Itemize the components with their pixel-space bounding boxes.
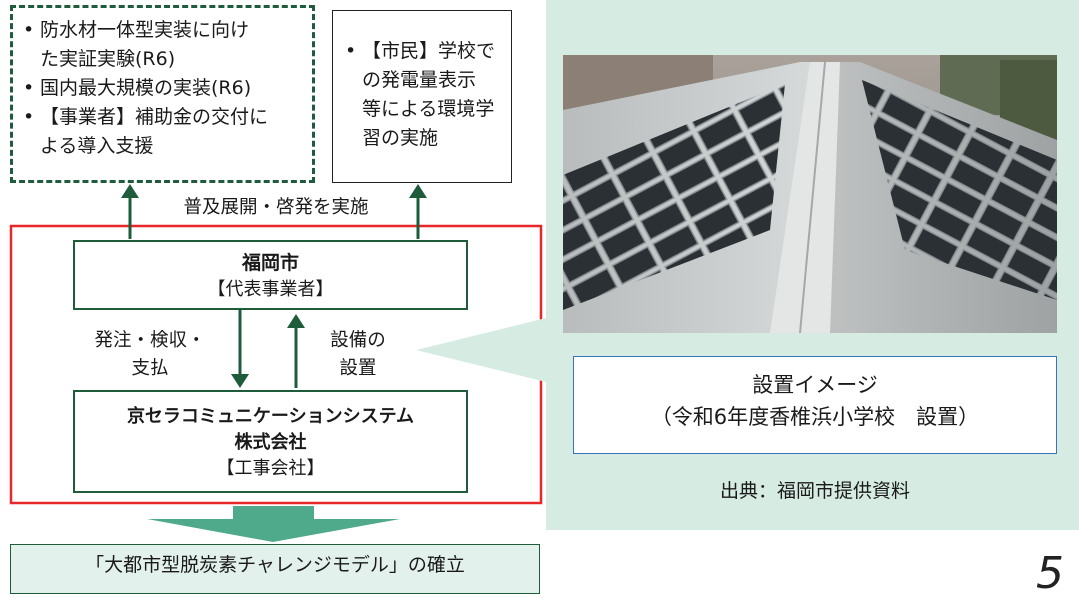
result-box: 「大都市型脱炭素チャレンジモデル」の確立 (10, 544, 540, 594)
implementation-item: •【事業者】補助金の交付による導入支援 (23, 106, 269, 157)
photo-caption: 設置イメージ （令和6年度香椎浜小学校 設置） (573, 356, 1057, 454)
callout-pointer (416, 318, 546, 382)
arrow-up-left-head (121, 184, 139, 198)
arrow-up-install-head (287, 314, 305, 328)
implementation-item: •防水材一体型実装に向けた実証実験(R6) (23, 19, 250, 70)
fukuoka-city-box: 福岡市 【代表事業者】 (73, 240, 468, 310)
order-label: 発注・検収・支払 (94, 330, 206, 379)
source-note: 出典：福岡市提供資料 (719, 480, 910, 502)
page-number: 5 (1036, 548, 1064, 599)
fukuoka-city-name: 福岡市 (241, 252, 299, 274)
contractor-name-line1: 京セラコミュニケーションシステム (126, 406, 415, 427)
installation-label: 設備の設置 (330, 330, 386, 379)
arrow-down-order-head (231, 374, 249, 388)
environment-education-item: • 【市民】学校で の発電量表示 等による環境学 習の実施 (345, 40, 496, 149)
fukuoka-city-role: 【代表事業者】 (207, 279, 334, 300)
result-arrow (147, 506, 400, 542)
contractor-name-line2: 株式会社 (234, 432, 307, 453)
photo-caption-title: 設置イメージ (752, 373, 878, 397)
photo-caption-detail: （令和6年度香椎浜小学校 設置） (650, 405, 980, 429)
dissemination-label: 普及展開・啓発を実施 (183, 197, 369, 218)
environment-education-box: • 【市民】学校で の発電量表示 等による環境学 習の実施 (332, 10, 512, 183)
implementation-box: •防水材一体型実装に向けた実証実験(R6) •国内最大規模の実装(R6) •【事… (10, 5, 315, 183)
contractor-box: 京セラコミュニケーションシステム 株式会社 【工事会社】 (73, 390, 468, 493)
arrow-up-right-head (409, 184, 427, 198)
contractor-role: 【工事会社】 (216, 458, 325, 479)
implementation-item: •国内最大規模の実装(R6) (23, 77, 252, 99)
